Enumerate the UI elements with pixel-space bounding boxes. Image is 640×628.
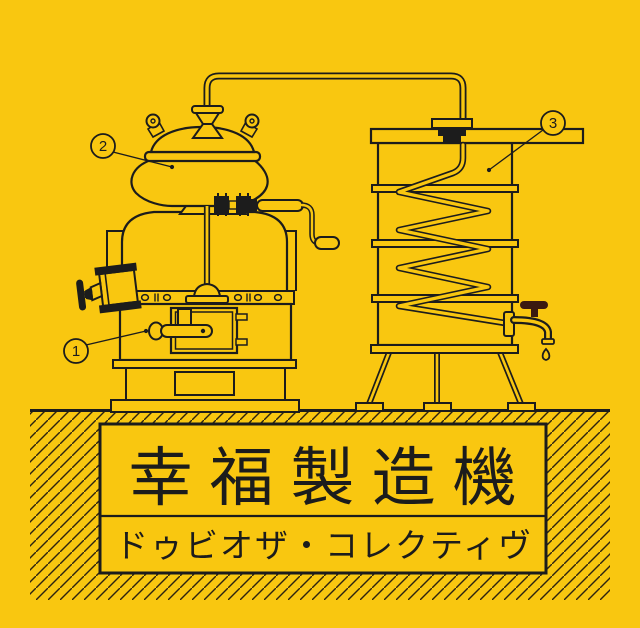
door-handle [160, 324, 213, 338]
condenser-legs [355, 348, 536, 412]
callout-1-number: 1 [72, 343, 80, 360]
poster-subtitle: ドゥビオザ・コレクティヴ [115, 527, 533, 564]
tap-faucet [503, 301, 555, 361]
condenser-bottom-rim [370, 344, 519, 354]
stirrer-rod [185, 206, 229, 304]
coupling-and-crank [214, 193, 340, 250]
tap-handle [520, 301, 548, 309]
door-hinge-top [235, 313, 248, 321]
still-furnace [106, 210, 300, 413]
water-drip [541, 347, 551, 361]
callout-1: 1 [63, 328, 149, 364]
callout-3-number: 3 [549, 115, 557, 132]
door-latch-tab [177, 308, 192, 327]
callouts: 1 2 3 [63, 110, 566, 364]
callout-1-badge [63, 338, 89, 364]
inlet-flange [431, 118, 473, 143]
valve-handwheel [76, 279, 87, 311]
pot-still [130, 105, 269, 215]
poster-title: 幸福製造機 [129, 442, 534, 514]
title-sign: 幸福製造機 ドゥビオザ・コレクティヴ [98, 422, 548, 575]
crank-handle [314, 236, 340, 250]
cooling-coil [395, 141, 515, 328]
door-hinge-bottom [235, 338, 248, 346]
tap-handle-stem [531, 306, 538, 317]
distillation-apparatus [76, 72, 585, 413]
callout-3: 3 [486, 110, 566, 173]
sign-border [98, 422, 548, 575]
furnace-bottom-plate [110, 399, 300, 413]
lid-handles [145, 113, 260, 139]
callout-3-badge [540, 110, 566, 136]
ash-box [174, 371, 235, 396]
still-neck [191, 105, 224, 139]
callout-2-badge [90, 133, 116, 159]
pot-rim [143, 150, 262, 163]
side-valve [76, 262, 142, 314]
furnace-base-band [112, 359, 297, 369]
crank-arm [256, 199, 304, 212]
callout-2: 2 [90, 133, 175, 170]
callout-2-number: 2 [99, 138, 107, 155]
connecting-pipe [203, 72, 467, 132]
furnace-door [148, 306, 248, 355]
